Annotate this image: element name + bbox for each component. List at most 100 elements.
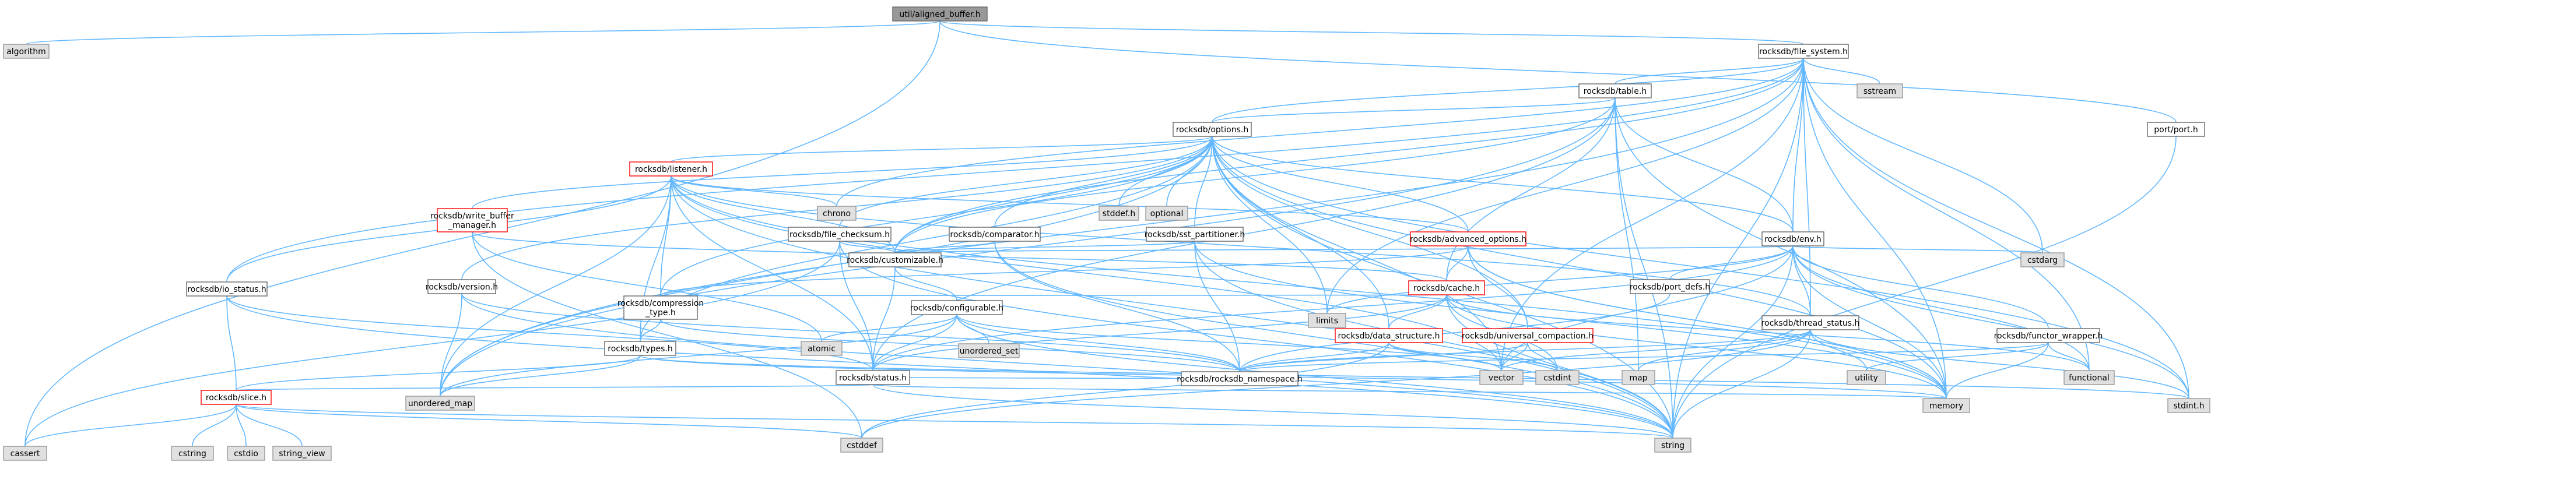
node-cstdio: cstdio <box>227 446 265 461</box>
node-cache-label: rocksdb/cache.h <box>1413 284 1480 293</box>
edge-root-to-portport <box>939 20 2177 123</box>
node-fs-box <box>1758 44 1849 59</box>
node-datastructure[interactable]: rocksdb/data_structure.h <box>1335 328 1443 343</box>
node-wbm[interactable]: rocksdb/write_buffer_manager.h <box>430 208 514 232</box>
edge-advopts-to-memory <box>1468 245 1947 399</box>
edge-env-to-limits <box>1326 245 1794 314</box>
node-advopts-label: rocksdb/advanced_options.h <box>1410 235 1526 244</box>
node-configurable-box <box>911 300 1003 315</box>
node-status[interactable]: rocksdb/status.h <box>836 370 910 385</box>
node-namespace[interactable]: rocksdb/rocksdb_namespace.h <box>1177 371 1303 386</box>
node-iostatus[interactable]: rocksdb/io_status.h <box>186 281 268 297</box>
edge-iostatus-to-string <box>226 295 1673 439</box>
node-limits-box <box>1308 313 1346 328</box>
edge-cache-to-functional <box>1446 294 2090 371</box>
node-stddefh-box <box>1099 206 1139 221</box>
edge-env-to-portdefs <box>1669 245 1794 280</box>
edge-env-to-stdinth <box>1792 245 2189 399</box>
node-version[interactable]: rocksdb/version.h <box>426 279 498 294</box>
node-universal-box <box>1462 328 1594 343</box>
node-functor[interactable]: rocksdb/functor_wrapper.h <box>1994 328 2103 343</box>
node-cstring-label: cstring <box>178 449 206 459</box>
edge-functor-to-utility <box>1866 342 2049 371</box>
edge-env-to-status <box>872 245 1794 371</box>
edge-types-to-slice <box>236 355 641 391</box>
edge-threadstatus-to-namespace <box>1239 329 1811 372</box>
node-sstream: sstream <box>1856 83 1903 98</box>
node-vector-label: vector <box>1489 373 1515 383</box>
node-compression-box <box>623 295 698 320</box>
node-unordered_set: unordered_set <box>958 343 1020 358</box>
node-cstdint-box <box>1535 370 1580 385</box>
edge-listener-to-status <box>671 175 873 371</box>
edge-slice-to-cstring <box>192 404 237 447</box>
node-table-label: rocksdb/table.h <box>1584 87 1647 96</box>
edge-options-to-advopts <box>1212 136 1469 232</box>
node-unordered_set-box <box>958 343 1020 358</box>
edge-portport-to-string <box>1672 136 2177 439</box>
edge-datastructure-to-namespace <box>1239 342 1389 372</box>
node-threadstatus-label: rocksdb/thread_status.h <box>1761 319 1860 328</box>
node-types[interactable]: rocksdb/types.h <box>604 341 676 356</box>
node-utility: utility <box>1847 370 1886 385</box>
edge-options-to-wbm <box>472 136 1213 209</box>
edge-env-to-memory <box>1792 245 1947 399</box>
node-wbm-label-0: rocksdb/write_buffer <box>430 211 514 221</box>
node-slice[interactable]: rocksdb/slice.h <box>201 390 272 405</box>
node-table[interactable]: rocksdb/table.h <box>1578 83 1652 98</box>
edge-root-to-fs <box>939 20 1804 45</box>
node-root[interactable]: util/aligned_buffer.h <box>892 6 988 22</box>
node-portport[interactable]: port/port.h <box>2147 122 2205 137</box>
edge-configurable-to-unordered_map <box>440 314 957 397</box>
node-root-label: util/aligned_buffer.h <box>899 10 980 19</box>
node-atomic: atomic <box>801 341 843 356</box>
node-listener[interactable]: rocksdb/listener.h <box>629 161 713 177</box>
node-threadstatus[interactable]: rocksdb/thread_status.h <box>1761 315 1860 330</box>
node-unordered_map: unordered_map <box>405 396 475 411</box>
node-universal-label: rocksdb/universal_compaction.h <box>1462 332 1594 341</box>
node-chrono-label: chrono <box>823 209 851 218</box>
node-sstream-label: sstream <box>1863 87 1896 96</box>
edge-cache-to-datastructure <box>1388 294 1447 329</box>
node-version-label: rocksdb/version.h <box>426 283 498 292</box>
node-comparator-label: rocksdb/comparator.h <box>950 230 1039 239</box>
node-configurable[interactable]: rocksdb/configurable.h <box>910 300 1003 315</box>
node-options[interactable]: rocksdb/options.h <box>1173 122 1252 137</box>
node-compression-label-0: rocksdb/compression <box>617 299 704 308</box>
node-filechecksum[interactable]: rocksdb/file_checksum.h <box>788 227 892 242</box>
node-iostatus-box <box>186 281 268 297</box>
edge-fs-to-table <box>1615 58 1804 84</box>
node-chrono-box <box>817 206 857 221</box>
node-cache[interactable]: rocksdb/cache.h <box>1408 280 1485 295</box>
node-functional-box <box>2063 370 2115 385</box>
edge-table-to-options <box>1212 97 1616 123</box>
node-fs[interactable]: rocksdb/file_system.h <box>1758 44 1849 59</box>
edge-fs-to-string <box>1672 58 1804 439</box>
node-root-box <box>892 6 988 22</box>
edge-cache-to-compression <box>660 294 1447 297</box>
edge-options-to-filechecksum <box>839 136 1213 228</box>
edge-listener-to-chrono <box>671 175 837 207</box>
node-customizable[interactable]: rocksdb/customizable.h <box>847 252 943 267</box>
node-compression[interactable]: rocksdb/compression_type.h <box>617 295 704 320</box>
node-limits-label: limits <box>1316 316 1338 326</box>
node-portdefs[interactable]: rocksdb/port_defs.h <box>1630 279 1710 294</box>
node-options-box <box>1173 122 1252 137</box>
node-version-box <box>427 279 496 294</box>
node-sstpart[interactable]: rocksdb/sst_partitioner.h <box>1145 227 1245 242</box>
edge-slice-to-cstddef <box>236 404 862 439</box>
node-universal[interactable]: rocksdb/universal_compaction.h <box>1462 328 1594 343</box>
edge-cache-to-memory <box>1446 294 1947 399</box>
node-cstdio-box <box>227 446 265 461</box>
node-cassert: cassert <box>3 446 47 461</box>
edge-functor-to-functional <box>2048 342 2090 371</box>
node-advopts[interactable]: rocksdb/advanced_options.h <box>1410 231 1526 246</box>
edge-table-to-customizable <box>894 97 1616 253</box>
node-atomic-box <box>801 341 843 356</box>
node-comparator[interactable]: rocksdb/comparator.h <box>949 227 1041 242</box>
node-filechecksum-label: rocksdb/file_checksum.h <box>789 230 890 239</box>
node-env[interactable]: rocksdb/env.h <box>1761 231 1824 246</box>
edge-slice-to-cassert <box>24 404 237 447</box>
node-stddefh-label: stddef.h <box>1103 209 1135 218</box>
node-cstdarg: cstdarg <box>2020 252 2065 267</box>
